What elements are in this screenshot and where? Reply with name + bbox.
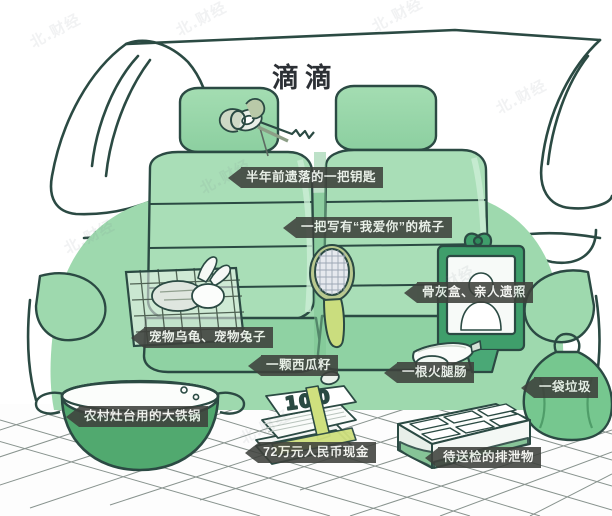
callout-seed[interactable]: 一颗西瓜籽 <box>248 355 339 376</box>
callout-label: 待送检的排泄物 <box>438 447 542 468</box>
callout-keys[interactable]: 半年前遗落的一把钥匙 <box>228 167 384 188</box>
svg-text:1: 1 <box>284 392 299 415</box>
callout-arrow-icon <box>283 217 296 238</box>
callout-arrow-icon <box>248 355 261 376</box>
callout-arrow-icon <box>404 282 417 303</box>
callout-label: 72万元人民币现金 <box>258 442 376 463</box>
callout-specimen[interactable]: 待送检的排泄物 <box>425 447 542 468</box>
callout-sausage[interactable]: 一根火腿肠 <box>384 362 475 383</box>
callout-pets[interactable]: 宠物乌龟、宠物兔子 <box>131 327 274 348</box>
callout-arrow-icon <box>245 442 258 463</box>
callout-label: 农村灶台用的大铁锅 <box>79 406 209 427</box>
callout-trash[interactable]: 一袋垃圾 <box>521 377 599 398</box>
callout-label: 一根火腿肠 <box>397 362 475 383</box>
pet-cage-item <box>124 256 246 348</box>
callout-comb[interactable]: 一把写有“我爱你”的梳子 <box>283 217 452 238</box>
callout-label: 一袋垃圾 <box>534 377 599 398</box>
callout-label: 一颗西瓜籽 <box>261 355 339 376</box>
callout-arrow-icon <box>131 327 144 348</box>
callout-arrow-icon <box>384 362 397 383</box>
callout-label: 骨灰盒、亲人遗照 <box>417 282 534 303</box>
callout-wok[interactable]: 农村灶台用的大铁锅 <box>66 406 209 427</box>
callout-label: 一把写有“我爱你”的梳子 <box>296 217 452 238</box>
callout-urn[interactable]: 骨灰盒、亲人遗照 <box>404 282 534 303</box>
callout-cash[interactable]: 72万元人民币现金 <box>245 442 376 463</box>
callout-label: 宠物乌龟、宠物兔子 <box>144 327 274 348</box>
callout-arrow-icon <box>66 406 79 427</box>
page-title: 滴滴 <box>272 63 338 94</box>
callout-arrow-icon <box>521 377 534 398</box>
hairbrush-item <box>309 244 355 348</box>
callout-arrow-icon <box>425 447 438 468</box>
car-keys-item <box>218 98 315 157</box>
callout-arrow-icon <box>228 167 241 188</box>
callout-label: 半年前遗落的一把钥匙 <box>241 167 384 188</box>
